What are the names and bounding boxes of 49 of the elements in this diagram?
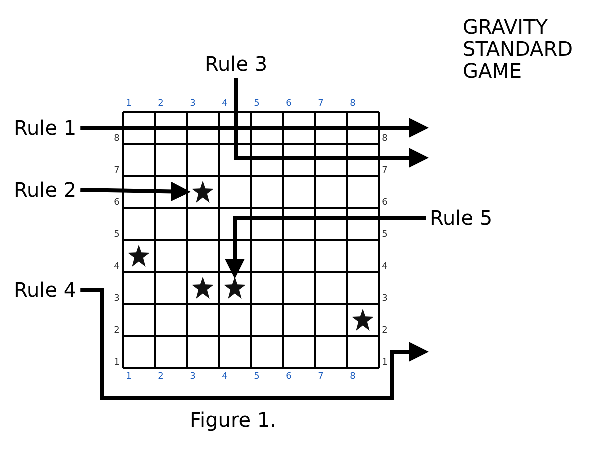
coordinate-number: 4 — [381, 262, 389, 272]
coordinate-number: 7 — [317, 99, 325, 109]
arrow — [225, 216, 426, 279]
coordinate-number: 6 — [113, 198, 121, 208]
coordinate-number: 5 — [253, 99, 261, 109]
rule-label: Rule 2 — [14, 178, 77, 202]
coordinate-number: 7 — [381, 166, 389, 176]
coordinate-number: 1 — [125, 99, 133, 109]
rule-label: Rule 4 — [14, 278, 77, 302]
coordinate-number: 8 — [381, 134, 389, 144]
coordinate-number: 6 — [381, 198, 389, 208]
coordinate-number: 6 — [285, 372, 293, 382]
coordinate-number: 5 — [113, 230, 121, 240]
title: GRAVITY STANDARD GAME — [463, 16, 574, 82]
coordinate-number: 8 — [113, 134, 121, 144]
coordinate-number: 8 — [349, 99, 357, 109]
coordinate-number: 3 — [381, 294, 389, 304]
coordinate-number: 3 — [189, 372, 197, 382]
star-icon — [223, 276, 247, 300]
arrow — [80, 182, 191, 202]
coordinate-number: 6 — [285, 99, 293, 109]
coordinate-number: 5 — [253, 372, 261, 382]
coordinate-number: 4 — [221, 372, 229, 382]
coordinate-number: 3 — [113, 294, 121, 304]
coordinate-number: 2 — [157, 372, 165, 382]
star-icon — [127, 244, 151, 268]
coordinate-number: 8 — [349, 372, 357, 382]
arrow — [80, 288, 429, 400]
arrow — [80, 118, 429, 138]
coordinate-number: 4 — [113, 262, 121, 272]
coordinate-number: 1 — [113, 358, 121, 368]
coordinate-number: 5 — [381, 230, 389, 240]
coordinate-number: 2 — [381, 326, 389, 336]
rule-label: Rule 3 — [205, 52, 268, 76]
coordinate-number: 2 — [113, 326, 121, 336]
coordinate-number: 2 — [157, 99, 165, 109]
arrow — [234, 78, 429, 168]
star-icon — [191, 180, 215, 204]
coordinate-number: 1 — [381, 358, 389, 368]
rule-label: Rule 5 — [430, 206, 493, 230]
caption: Figure 1. — [190, 408, 277, 432]
coordinate-number: 1 — [125, 372, 133, 382]
rule-label: Rule 1 — [14, 116, 77, 140]
coordinate-number: 7 — [317, 372, 325, 382]
coordinate-number: 4 — [221, 99, 229, 109]
star-icon — [191, 276, 215, 300]
coordinate-number: 3 — [189, 99, 197, 109]
coordinate-number: 7 — [113, 166, 121, 176]
star-icon — [351, 308, 375, 332]
